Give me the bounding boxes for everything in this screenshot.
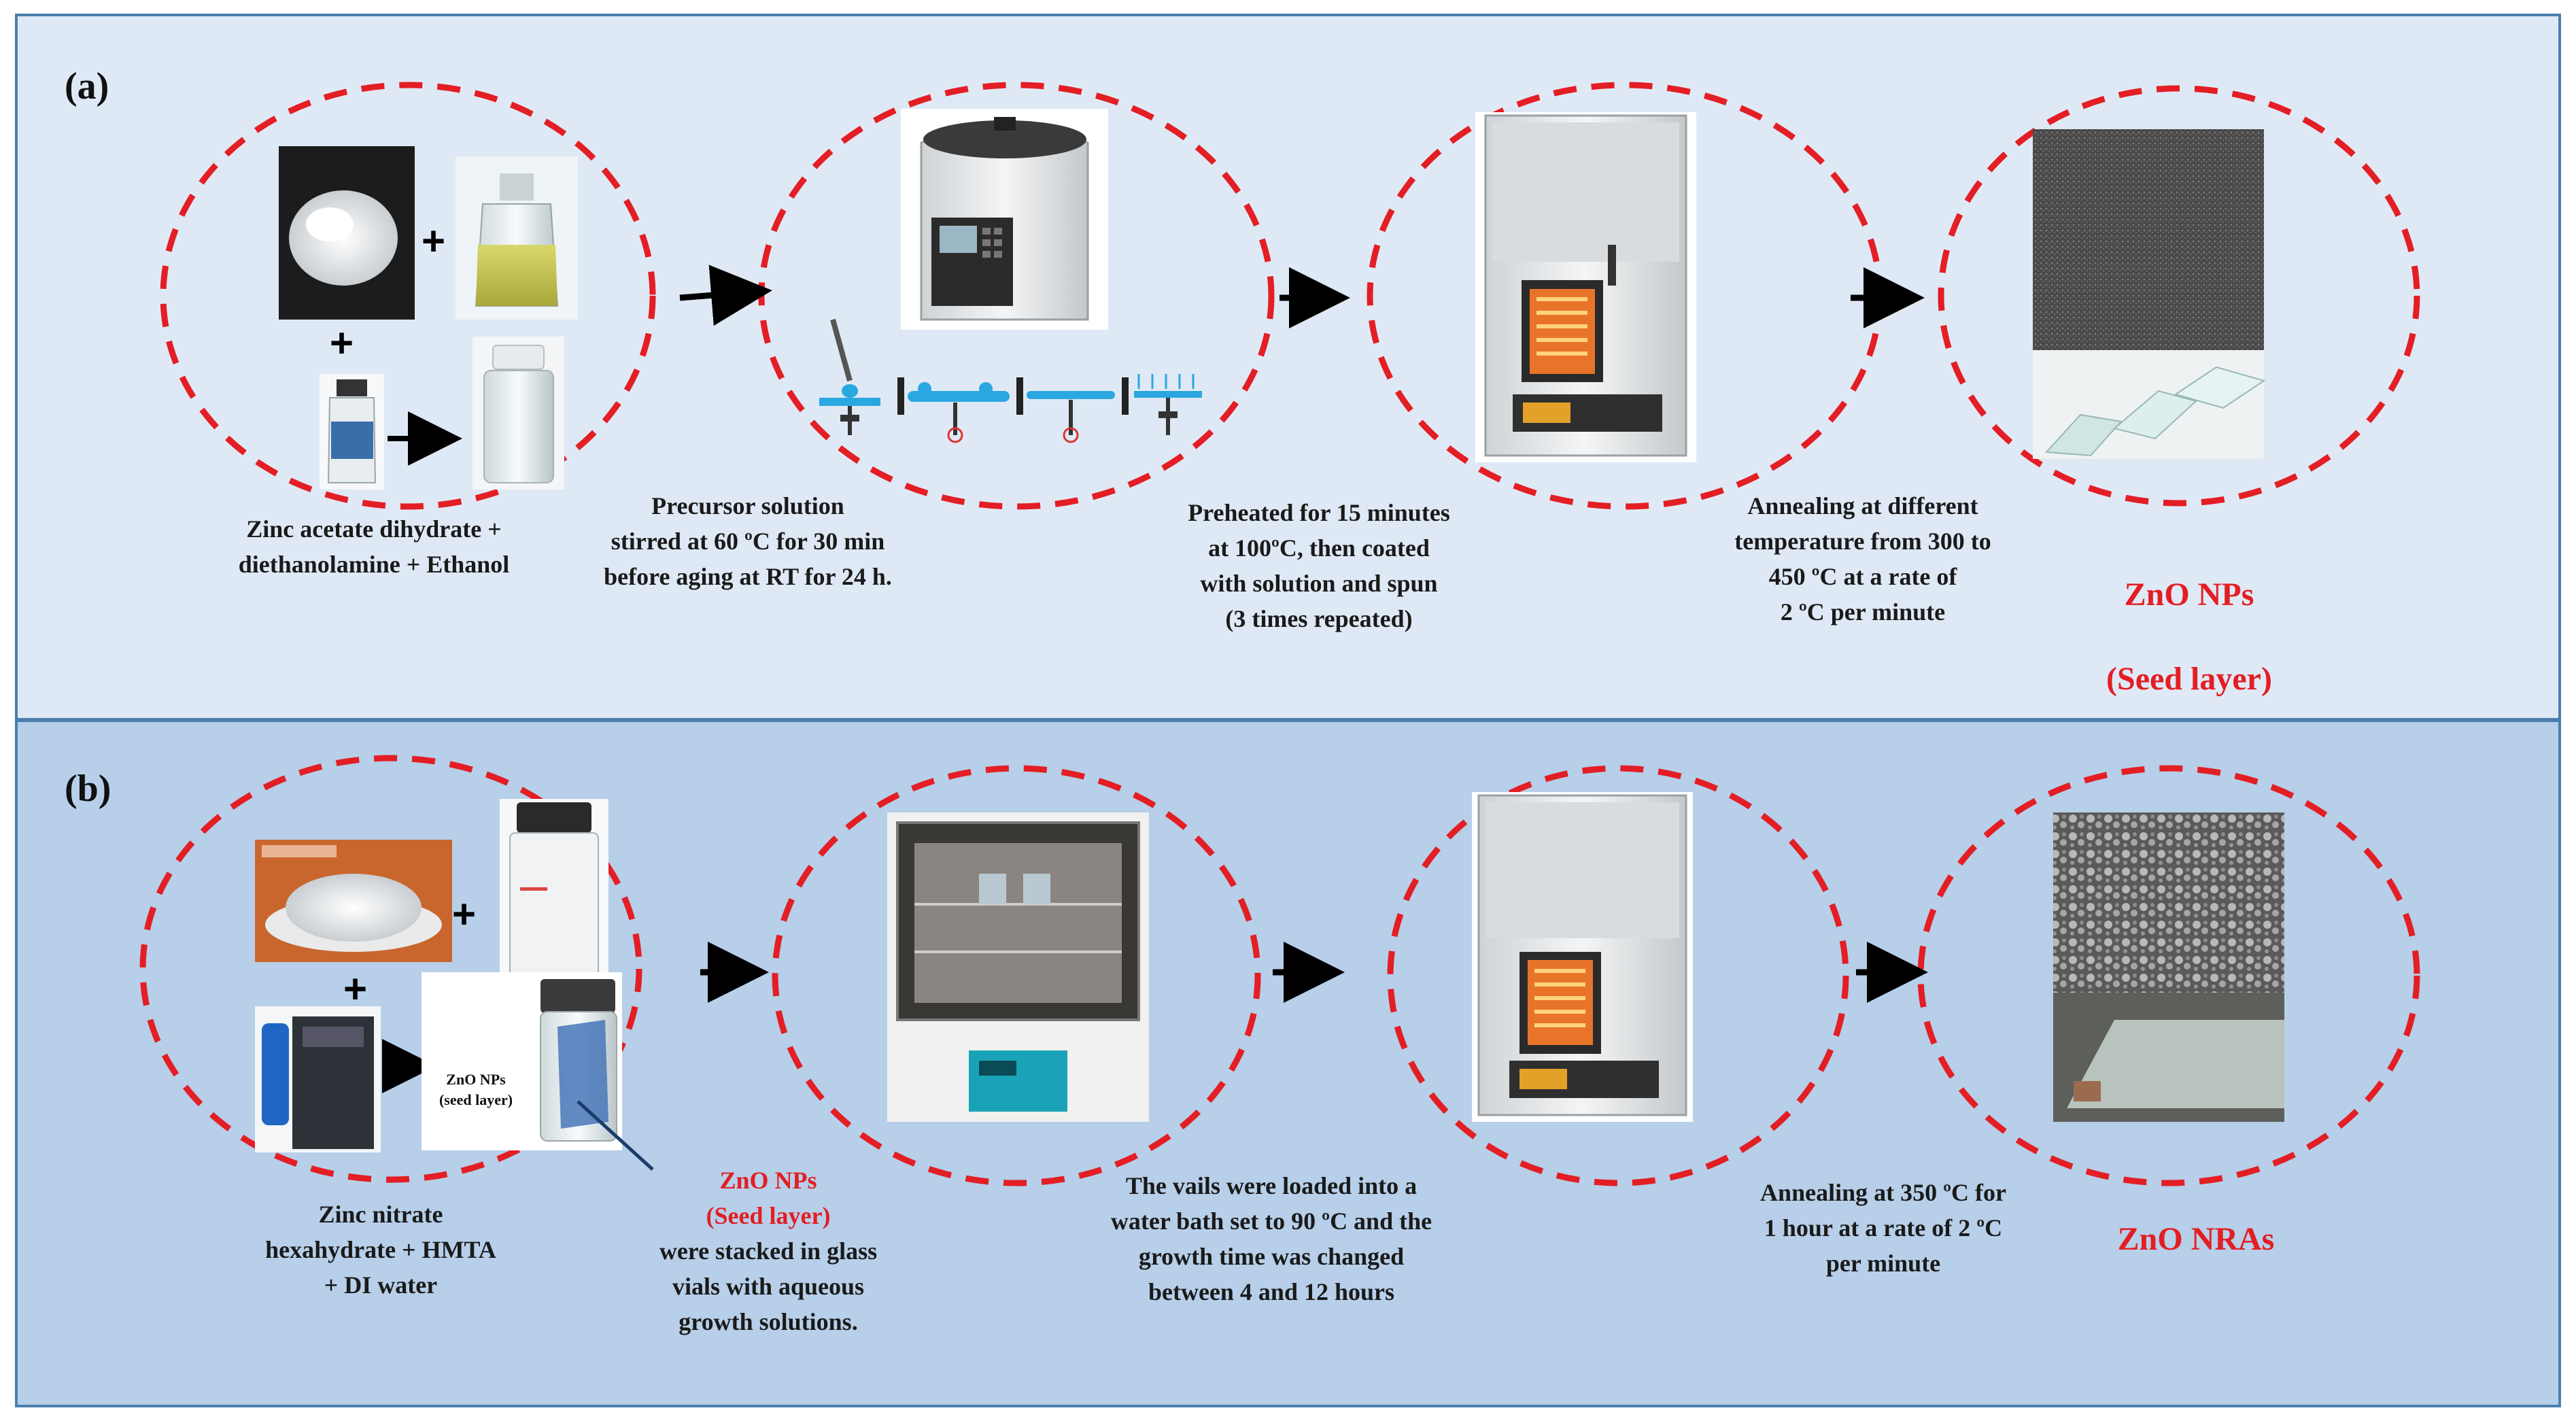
step-a4-caption: Annealing at different temperature from … xyxy=(1734,492,1991,626)
zno-nra-sem-image xyxy=(2053,812,2284,1122)
furnace-image-a xyxy=(1475,112,1696,462)
step-a3-caption: Preheated for 15 minutes at 100ºC, then … xyxy=(1188,499,1450,632)
callout-rest: were stacked in glass vials with aqueous… xyxy=(659,1237,878,1335)
callout-line-1: ZnO NPs xyxy=(719,1167,817,1194)
step-b4-caption: Annealing at 350 ºC for 1 hour at a rate… xyxy=(1760,1179,2006,1277)
nra-result-title: ZnO NRAs xyxy=(2117,1221,2275,1257)
step-b1-circle xyxy=(139,755,642,1183)
zinc-nitrate-crystals-image xyxy=(255,840,452,962)
zinc-acetate-powder-image xyxy=(279,146,415,320)
di-water-system-image xyxy=(255,1006,381,1152)
panel-a-label: (a) xyxy=(65,65,109,107)
spin-coater-image xyxy=(901,109,1108,330)
zno-np-sem-image xyxy=(2033,129,2266,459)
result-line-2: (Seed layer) xyxy=(2106,661,2272,697)
step-b2-circle xyxy=(772,765,1261,1186)
step-a1-circle xyxy=(160,82,656,510)
step-a1-caption: Zinc acetate dihydrate + diethanolamine … xyxy=(238,515,510,578)
vial-label-line2: (seed layer) xyxy=(439,1091,513,1108)
step-a2-caption: Precursor solution stirred at 60 ºC for … xyxy=(604,492,892,590)
step-b3-caption: The vails were loaded into a water bath … xyxy=(1110,1172,1432,1305)
step-b3-circle xyxy=(1387,765,1849,1186)
hmta-bottle-image xyxy=(500,799,608,989)
step-b1-caption: Zinc nitrate hexahydrate + HMTA + DI wat… xyxy=(265,1201,496,1299)
callout-line-2: (Seed layer) xyxy=(706,1202,831,1229)
panel-b-label: (b) xyxy=(65,768,111,810)
diethanolamine-bottle-image xyxy=(456,156,578,320)
step-a4-circle xyxy=(1938,85,2420,507)
solution-vial-image xyxy=(473,337,564,490)
plus-sign: + xyxy=(422,218,446,264)
arrow-a1 xyxy=(679,264,772,326)
plus-sign: + xyxy=(330,320,354,366)
result-line-1: ZnO NPs xyxy=(2124,577,2254,613)
seed-layer-result-title: ZnO NPs (Seed layer) xyxy=(2046,532,2332,742)
seed-layer-callout: ZnO NPs (Seed layer) were stacked in gla… xyxy=(598,1163,938,1339)
seed-layer-vial-image: ZnO NPs (seed layer) xyxy=(422,972,654,1171)
vial-label-line1: ZnO NPs xyxy=(446,1071,506,1088)
spin-coating-steps-image xyxy=(819,318,1202,443)
seed-layer-pointer xyxy=(577,1100,654,1171)
water-bath-image xyxy=(887,812,1149,1122)
plus-sign: + xyxy=(452,891,477,937)
furnace-image-b xyxy=(1472,792,1693,1122)
plus-sign: + xyxy=(343,966,368,1012)
step-b4-circle xyxy=(1917,765,2420,1186)
ethanol-bottle-image xyxy=(320,374,384,490)
